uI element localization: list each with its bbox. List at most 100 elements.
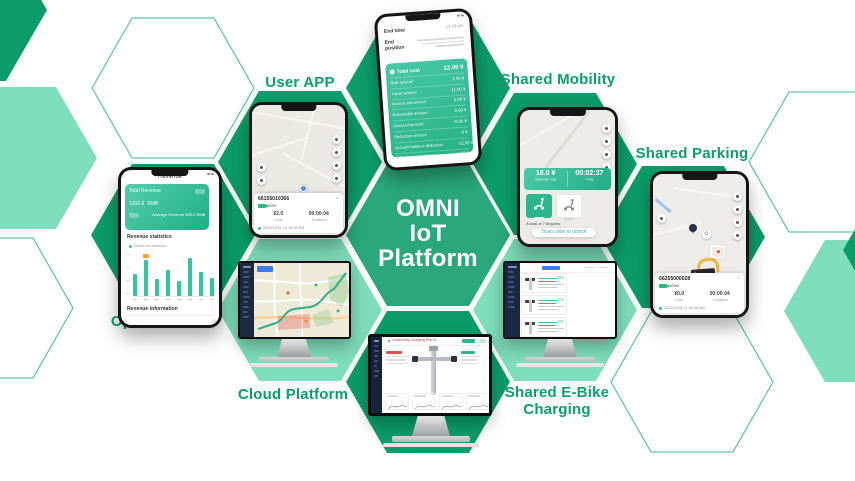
calendar-icon	[195, 188, 205, 194]
pile-titlebar: Community Charging Pile 01	[384, 337, 489, 346]
revenue-bar	[166, 252, 170, 300]
charging-pile-monitor: Community Charging Pile 01	[368, 334, 492, 416]
battery-icon	[659, 284, 669, 288]
platform-title: OMNI IoT Platform	[346, 196, 510, 271]
legend-label: Revenue statistics	[134, 243, 167, 249]
revenue-bar	[188, 252, 192, 300]
phone-notch	[681, 174, 718, 180]
locate-user-button	[733, 192, 742, 201]
pile-action-button	[462, 339, 475, 343]
label-shared-ebike-charging: Shared E-Bike Charging	[472, 384, 642, 418]
fleet-map-view	[254, 263, 349, 337]
hexagon-omni-center	[346, 164, 510, 306]
charging-station-card	[521, 295, 567, 315]
service-button	[257, 163, 266, 172]
hexagon-outline-top-left	[91, 17, 255, 159]
pile-arms	[416, 357, 453, 361]
ebike-charging-monitor	[503, 261, 617, 339]
parking-info-card: 66255000028 × 100% ¥0.0 Cost 00:00:04 Du…	[655, 273, 744, 313]
highlight-badge	[143, 254, 149, 258]
operator-app-phone: Revenue Total Revenue 1206.8 RMB Average…	[118, 167, 222, 328]
screen-header-title: Revenue	[157, 174, 183, 180]
revenue-bar	[143, 252, 149, 300]
battery-icon	[258, 204, 268, 208]
charging-pole-icon	[524, 276, 535, 290]
hexagon-outline-right	[748, 91, 855, 233]
hexagon-mint-bottom-right	[784, 240, 855, 382]
navigate-button	[733, 231, 742, 240]
status-pill	[479, 339, 486, 343]
battery-level: 20%	[268, 203, 277, 209]
revenue-info-card	[125, 315, 215, 325]
ride-timestamp: 2023/12/01 14:15:55 PM	[263, 225, 305, 231]
duration-label: Duration	[311, 217, 327, 223]
primary-action-button	[542, 265, 560, 270]
label-cloud-platform: Cloud Platform	[237, 386, 349, 403]
revenue-bar	[199, 252, 203, 300]
status-tag	[557, 298, 564, 301]
close-icon: ×	[335, 196, 339, 202]
revenue-bar-chart	[133, 252, 214, 300]
duration-value: 00:00:04	[709, 291, 730, 297]
wallet-icon	[389, 69, 395, 75]
average-revenue-line: Average Revenue ¥30.2 RMB	[151, 212, 205, 218]
revenue-bar	[155, 252, 159, 300]
end-time-label: End time	[383, 27, 406, 35]
shared-parking-phone: ☺ 66255000028 × 100% ¥0.0 Cost 00:00:04 …	[650, 171, 749, 318]
divider	[567, 171, 568, 187]
metric-sparkline	[439, 393, 463, 410]
pile-stats-left	[386, 349, 414, 366]
revenue-amount-unit: RMB	[147, 201, 159, 207]
monitor-stand-foot	[383, 443, 479, 447]
status-icons	[456, 14, 464, 17]
refresh-button	[602, 150, 611, 159]
hexagon-outline-bottom-left	[0, 237, 74, 379]
total-cost-value: 12.00 ¥	[443, 63, 464, 72]
ride-cost-value: 16.0 ¥	[535, 170, 556, 177]
cloud-platform-monitor	[238, 261, 351, 339]
phone-notch	[405, 12, 441, 22]
revenue-bar	[210, 252, 214, 300]
charging-pole-icon	[524, 320, 535, 334]
target-button	[602, 137, 611, 146]
pile-head	[429, 346, 438, 351]
hexagon-edge-top-left	[0, 0, 47, 81]
monitor-stand-base	[392, 436, 470, 442]
locate-user-button	[332, 135, 341, 144]
charging-station-grid	[521, 273, 614, 337]
revenue-bar	[177, 252, 181, 300]
target-button	[332, 148, 341, 157]
vehicle-count-line: A total of 7 bicycles	[526, 221, 561, 227]
end-time-value: 14:18 pm	[445, 23, 464, 30]
pile-stats-right	[461, 349, 485, 366]
section-revenue-information: Revenue information	[127, 306, 178, 312]
metric-sparkline	[466, 393, 489, 410]
vehicle-name-bar	[564, 218, 574, 220]
hexagon-mint-left	[0, 87, 97, 229]
ride-summary-banner: 16.0 ¥ Total ride cost 00:02:37 Time	[524, 168, 611, 190]
monitor-stand-base	[259, 357, 329, 362]
platform-title-line2: IoT	[409, 220, 447, 247]
metric-sparkline	[385, 393, 409, 410]
pile-connector-left	[412, 356, 418, 362]
status-tag	[557, 320, 564, 323]
charging-station-card	[521, 273, 567, 293]
monitor-stand-neck	[277, 339, 311, 357]
status-icons	[206, 173, 214, 175]
user-app-phone: 66155010366 × 20% ¥2.0 Cost 00:00:04 Dur…	[249, 102, 348, 238]
station-text-lines	[538, 320, 564, 334]
vehicle-card-moped	[556, 194, 582, 220]
refresh-button	[332, 161, 341, 170]
close-icon: ×	[736, 276, 740, 282]
metric-sparkline	[412, 393, 436, 410]
cost-value: ¥2.0	[273, 211, 284, 217]
refresh-button	[733, 218, 742, 227]
label-shared-ebike-line1: Shared E-Bike	[504, 384, 610, 401]
monitor-stand-foot	[250, 363, 338, 367]
revenue-amount: 1206.8	[129, 201, 145, 207]
cost-value: ¥0.0	[674, 291, 685, 297]
label-shared-ebike-line2: Charging	[523, 401, 591, 418]
status-tag	[557, 276, 564, 279]
revenue-bar	[133, 252, 137, 300]
